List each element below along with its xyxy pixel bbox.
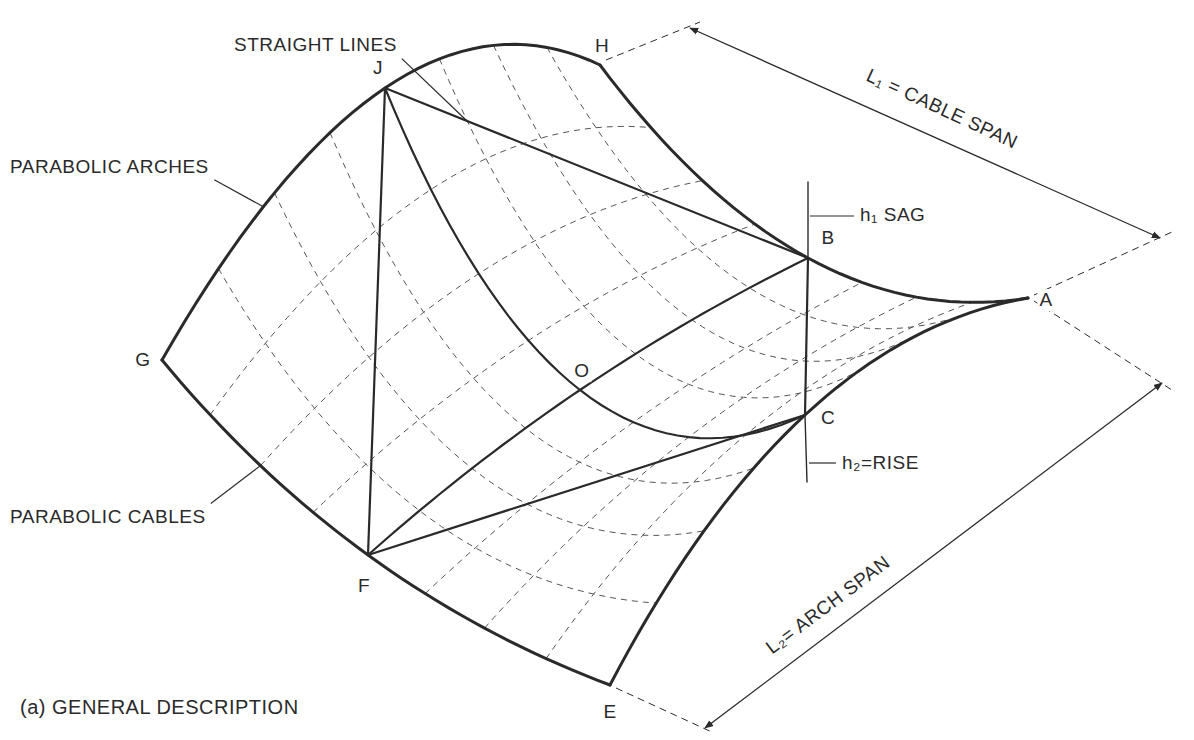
dimension-text: L₂= ARCH SPAN bbox=[760, 550, 896, 660]
extension-line bbox=[1034, 232, 1172, 295]
grid-curve bbox=[546, 302, 972, 658]
point-letter: E bbox=[601, 701, 618, 723]
leader-line bbox=[214, 180, 263, 207]
surface-line bbox=[385, 88, 808, 258]
extension-line bbox=[616, 688, 714, 733]
dimension-text: h₂=RISE bbox=[840, 452, 921, 474]
grid-curve bbox=[440, 59, 859, 398]
point-letter: C bbox=[819, 407, 837, 429]
point-letter: B bbox=[819, 227, 836, 249]
grid-curve bbox=[330, 133, 754, 484]
surface-line bbox=[807, 182, 808, 258]
surface-line bbox=[805, 258, 808, 415]
surface-line bbox=[805, 415, 807, 482]
surface-line bbox=[368, 415, 805, 555]
extension-line bbox=[606, 22, 700, 60]
grid-curve bbox=[275, 193, 705, 536]
grid-curve bbox=[210, 126, 651, 414]
extension-line bbox=[1034, 301, 1175, 392]
leader-line bbox=[810, 215, 854, 216]
leader-line bbox=[211, 466, 261, 504]
label-note: PARABOLIC CABLES bbox=[8, 506, 208, 528]
dimension-lines bbox=[606, 22, 1175, 733]
point-letter: O bbox=[572, 360, 591, 382]
point-letter: G bbox=[133, 349, 152, 371]
grid-curve bbox=[425, 282, 862, 593]
surface-line bbox=[368, 258, 808, 555]
point-letter: J bbox=[371, 57, 385, 79]
leader-lines bbox=[211, 59, 854, 504]
surface-edges bbox=[162, 44, 1028, 685]
leader-line bbox=[402, 59, 466, 120]
point-letter: A bbox=[1037, 289, 1054, 311]
surface-line bbox=[368, 88, 385, 555]
point-letter: F bbox=[356, 575, 372, 597]
leader-line bbox=[809, 462, 836, 463]
surface-line bbox=[600, 65, 1028, 302]
surface-line bbox=[162, 360, 610, 685]
surface-line bbox=[385, 88, 805, 438]
label-note: STRAIGHT LINES bbox=[232, 34, 399, 56]
label-note: PARABOLIC ARCHES bbox=[8, 156, 211, 178]
figure-caption: (a) GENERAL DESCRIPTION bbox=[18, 696, 301, 719]
point-letter: H bbox=[593, 35, 611, 57]
dimension-line bbox=[705, 383, 1162, 728]
grid-curve bbox=[219, 269, 657, 604]
dimension-text: h₁ SAG bbox=[858, 204, 927, 226]
surface-line bbox=[610, 298, 1028, 685]
dimension-line bbox=[690, 28, 1160, 238]
